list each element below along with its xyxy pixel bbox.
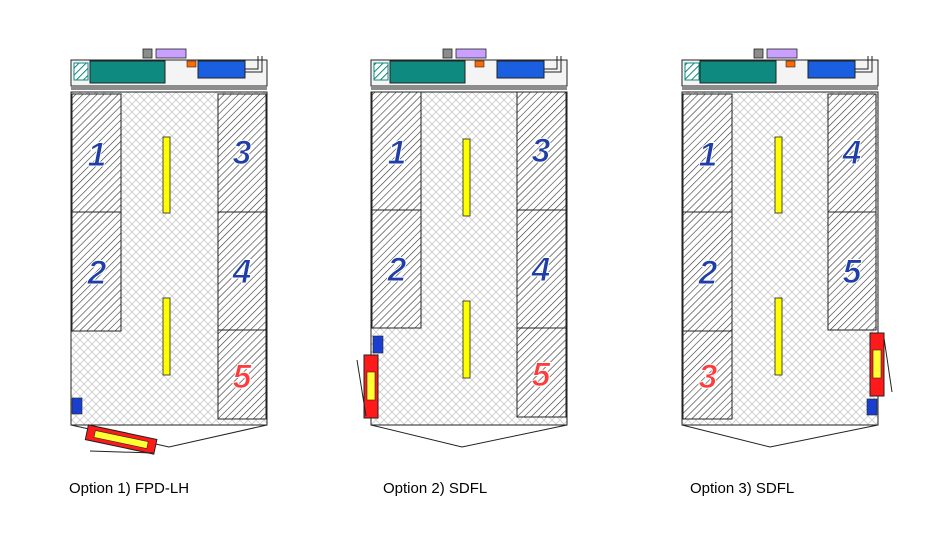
option-1-gray-box [142, 48, 153, 59]
option-2-bay-4-number: 4 [531, 251, 551, 289]
option-1-bay-4 [217, 211, 267, 331]
option-2-bay-1-number: 1 [388, 134, 407, 172]
option-3-pipe-2 [855, 56, 873, 73]
option-1-bay-5-number: 5 [233, 358, 253, 396]
option-2-purple-box [455, 48, 487, 59]
option-1-bay-5 [217, 329, 267, 420]
option-1-small-blue-box [71, 397, 83, 415]
option-3-bay-4-number: 4 [842, 134, 862, 172]
option-2-header-rule [371, 86, 567, 90]
option-1-door [84, 424, 158, 455]
option-3-small-blue-box [866, 398, 878, 416]
option-1-purple-box [155, 48, 187, 59]
option-3-rear-wedge [681, 424, 879, 448]
option-1-pipe [245, 56, 259, 70]
option-3-bay-2 [682, 211, 733, 332]
option-1-rail-top [162, 136, 171, 214]
option-2-door-swing [356, 359, 367, 417]
option-2-small-blue-box [372, 335, 384, 354]
option-3-pipe [855, 56, 869, 70]
option-2-gray-box [442, 48, 453, 59]
option-3-door-swing [883, 337, 893, 393]
option-2-teal-hatch-box [373, 62, 389, 81]
option-3-orange-box [785, 60, 796, 68]
option-3-bay-2-number: 2 [698, 254, 718, 292]
option-1-bay-2-number: 2 [87, 254, 107, 292]
option-2-caption: Option 2) SDFL [383, 480, 488, 497]
option-3-bay-5-number: 5 [843, 253, 863, 291]
option-1-rail-bottom [162, 297, 171, 376]
option-1-bay-4-number: 4 [232, 253, 252, 291]
option-1-bay-1 [71, 93, 122, 213]
option-1-bay-3 [217, 93, 267, 213]
option-1-door-swing [89, 450, 154, 454]
option-1-bay-3-number: 3 [233, 134, 252, 172]
option-3-plan: 1 2 3 4 5 [681, 48, 893, 448]
option-2-bay-5-number: 5 [532, 356, 552, 394]
option-3-teal-hatch-box [684, 62, 700, 81]
option-1-bay-2 [71, 211, 122, 332]
option-1-header-rule [71, 86, 267, 90]
option-2-pipe [544, 56, 558, 70]
option-3-header-rule [682, 86, 878, 90]
option-2-rail-bottom [462, 300, 471, 379]
option-2-pipe-2 [544, 56, 562, 73]
option-3-purple-box [766, 48, 798, 59]
option-2-bay-3-number: 3 [532, 132, 551, 170]
option-1-blue-box [197, 60, 246, 79]
option-2-bay-1 [371, 91, 422, 211]
option-1-teal-hatch-box [73, 62, 89, 81]
option-1-pipe-2 [245, 56, 263, 73]
option-2-bay-3 [516, 91, 567, 211]
option-1-plan: 1 2 3 4 5 [70, 48, 268, 455]
option-3-caption: Option 3) SDFL [690, 480, 795, 497]
option-2-plan: 1 2 3 4 5 [356, 48, 568, 448]
option-2-bay-4 [516, 209, 567, 329]
option-3-door-panel [872, 349, 882, 379]
option-3-bay-1 [682, 93, 733, 213]
option-1-bay-1-number: 1 [88, 136, 107, 174]
option-3-teal-box [699, 60, 777, 84]
option-2-bay-5 [516, 327, 567, 418]
option-3-rail-bottom [774, 297, 783, 376]
option-3-bay-3 [682, 330, 733, 420]
option-2-teal-box [389, 60, 466, 84]
option-3-bay-5 [827, 211, 877, 331]
option-3-rail-top [774, 136, 783, 214]
option-3-gray-box [753, 48, 764, 59]
option-2-rear-wedge [370, 424, 568, 448]
option-3-bay-3-number: 3 [699, 358, 718, 396]
option-1-teal-box [89, 60, 166, 84]
option-1-orange-box [186, 60, 197, 68]
option-2-blue-box [496, 60, 545, 79]
option-3-bay-1-number: 1 [699, 136, 718, 174]
option-2-door-panel [366, 371, 376, 401]
option-2-bay-2-number: 2 [387, 251, 407, 289]
option-1-caption: Option 1) FPD-LH [69, 480, 190, 497]
option-2-orange-box [474, 60, 485, 68]
option-2-rail-top [462, 138, 471, 217]
option-2-bay-2 [371, 209, 422, 329]
option-3-blue-box [807, 60, 856, 79]
